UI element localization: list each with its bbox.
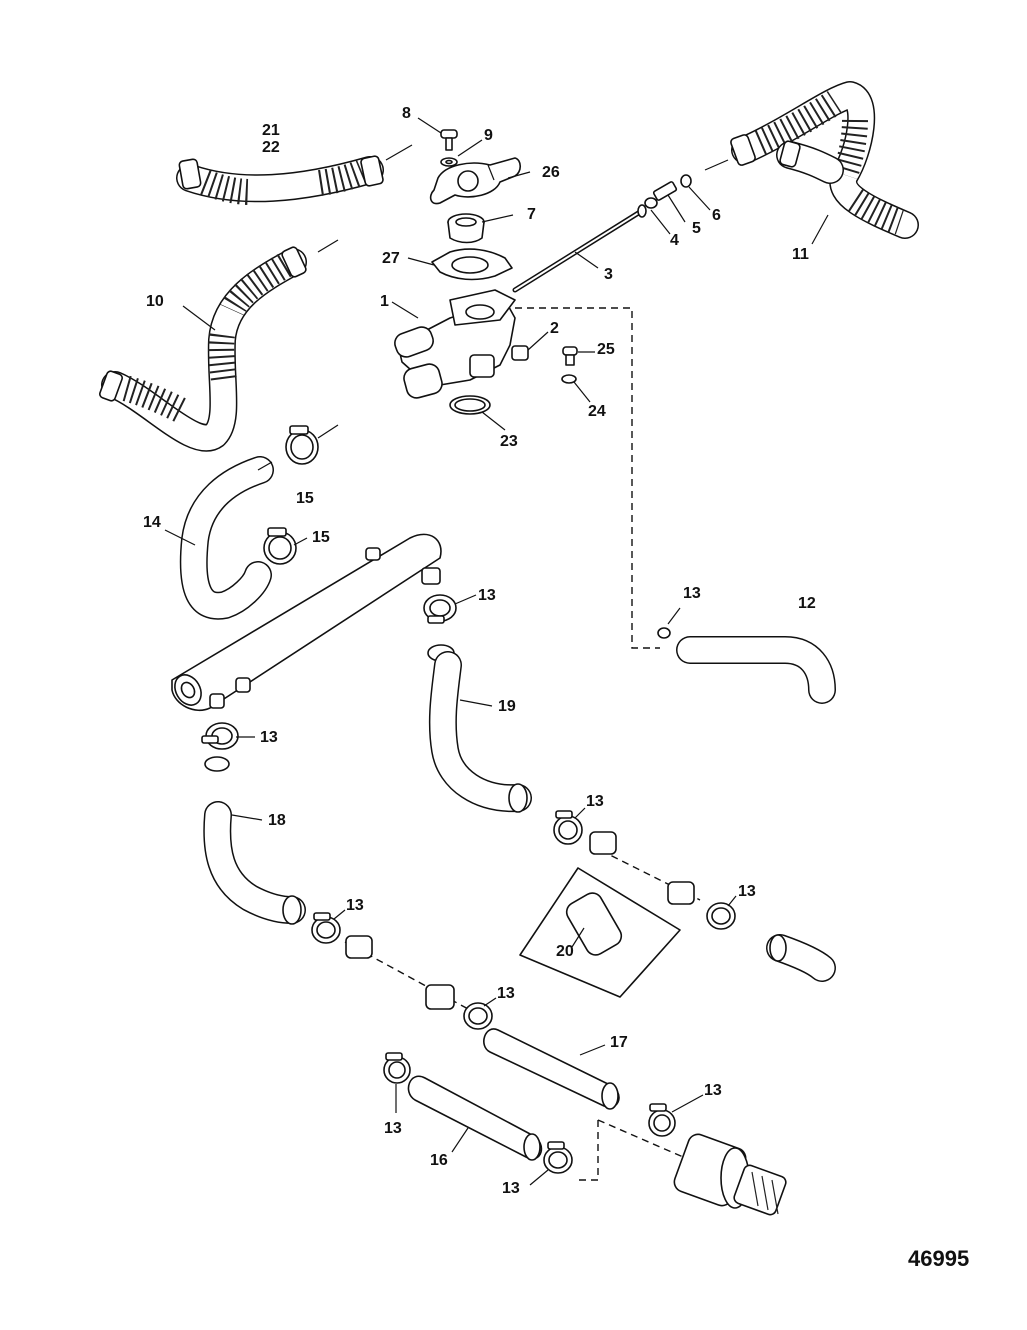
clamp-13-b (201, 722, 239, 750)
clamp-13-a (423, 594, 457, 624)
callout-17: 17 (610, 1034, 628, 1051)
seal-23 (449, 395, 491, 415)
fitting-5 (652, 181, 678, 201)
callout-13-upper-coupler: 13 (586, 793, 604, 810)
callout-13-left: 13 (260, 729, 278, 746)
clamp-13-bottom (543, 1141, 573, 1174)
callout-13-left-low: 13 (384, 1120, 402, 1137)
callout-11: 11 (792, 246, 809, 263)
callout-13-manifold: 13 (478, 587, 496, 604)
coupler-lower (311, 912, 493, 1030)
clamp-15-lower (263, 527, 297, 565)
callout-5: 5 (692, 220, 701, 237)
callout-20: 20 (556, 943, 574, 960)
callout-10: 10 (146, 293, 164, 310)
plug-25 (562, 346, 578, 366)
hose-11 (730, 81, 919, 239)
hose-10 (99, 246, 307, 452)
hose-16 (407, 1075, 543, 1161)
coupler-upper (553, 810, 736, 930)
callout-24: 24 (588, 403, 606, 420)
callout-4: 4 (670, 232, 679, 249)
callout-22: 22 (262, 139, 280, 156)
washer-9 (440, 157, 458, 167)
fitting-2 (511, 345, 529, 361)
callout-2: 2 (550, 320, 559, 337)
callout-13-hose12: 13 (683, 585, 701, 602)
hose-17 (483, 1028, 620, 1110)
screw-8 (440, 129, 458, 151)
thermostat-7 (447, 213, 485, 244)
callout-18: 18 (268, 812, 286, 829)
callout-7: 7 (527, 206, 536, 223)
callout-15-lower: 15 (312, 529, 330, 546)
callout-13-right: 13 (738, 883, 756, 900)
hose-18-end (204, 756, 230, 772)
callout-13-lower-coupler: 13 (346, 897, 364, 914)
leader-lines (164, 117, 829, 1186)
callout-13-pump: 13 (704, 1082, 722, 1099)
callout-14: 14 (143, 514, 161, 531)
manifold-tube (171, 533, 442, 712)
gasket-27 (431, 248, 513, 281)
callout-13-bottom: 13 (502, 1180, 520, 1197)
callout-6: 6 (712, 207, 721, 224)
clamp-13-left-low (383, 1052, 411, 1084)
callout-labels: 8 9 21 22 26 7 27 4 5 6 3 11 10 1 2 25 2… (143, 105, 969, 1271)
callout-13-mid: 13 (497, 985, 515, 1002)
callout-27: 27 (382, 250, 400, 267)
hose-19 (428, 651, 532, 813)
callout-23: 23 (500, 433, 518, 450)
clamp-15-upper (285, 425, 319, 465)
thermostat-cover-26 (429, 157, 522, 205)
hose-12 (657, 627, 836, 704)
tube-3 (512, 204, 647, 293)
hose-14 (179, 456, 274, 620)
pump-assembly (578, 1119, 787, 1216)
callout-15-upper: 15 (296, 490, 314, 507)
callout-19: 19 (498, 698, 516, 715)
hose-20-box (519, 867, 681, 998)
callout-26: 26 (542, 164, 560, 181)
clamp-13-pump (648, 1103, 676, 1137)
callout-8: 8 (402, 105, 411, 122)
nut-6 (680, 174, 692, 188)
callout-3: 3 (604, 266, 613, 283)
callout-1: 1 (380, 293, 389, 310)
callout-12: 12 (798, 595, 816, 612)
thermostat-housing-1 (394, 289, 516, 399)
callout-21: 21 (262, 122, 280, 139)
figure-number: 46995 (908, 1246, 969, 1271)
washer-24 (561, 374, 577, 384)
ferrule-4 (644, 197, 658, 209)
callout-9: 9 (484, 127, 493, 144)
hose-18 (203, 801, 306, 925)
callout-16: 16 (430, 1152, 448, 1169)
callout-25: 25 (597, 341, 615, 358)
short-hose-right (766, 934, 836, 982)
hose-21-22 (176, 155, 384, 205)
